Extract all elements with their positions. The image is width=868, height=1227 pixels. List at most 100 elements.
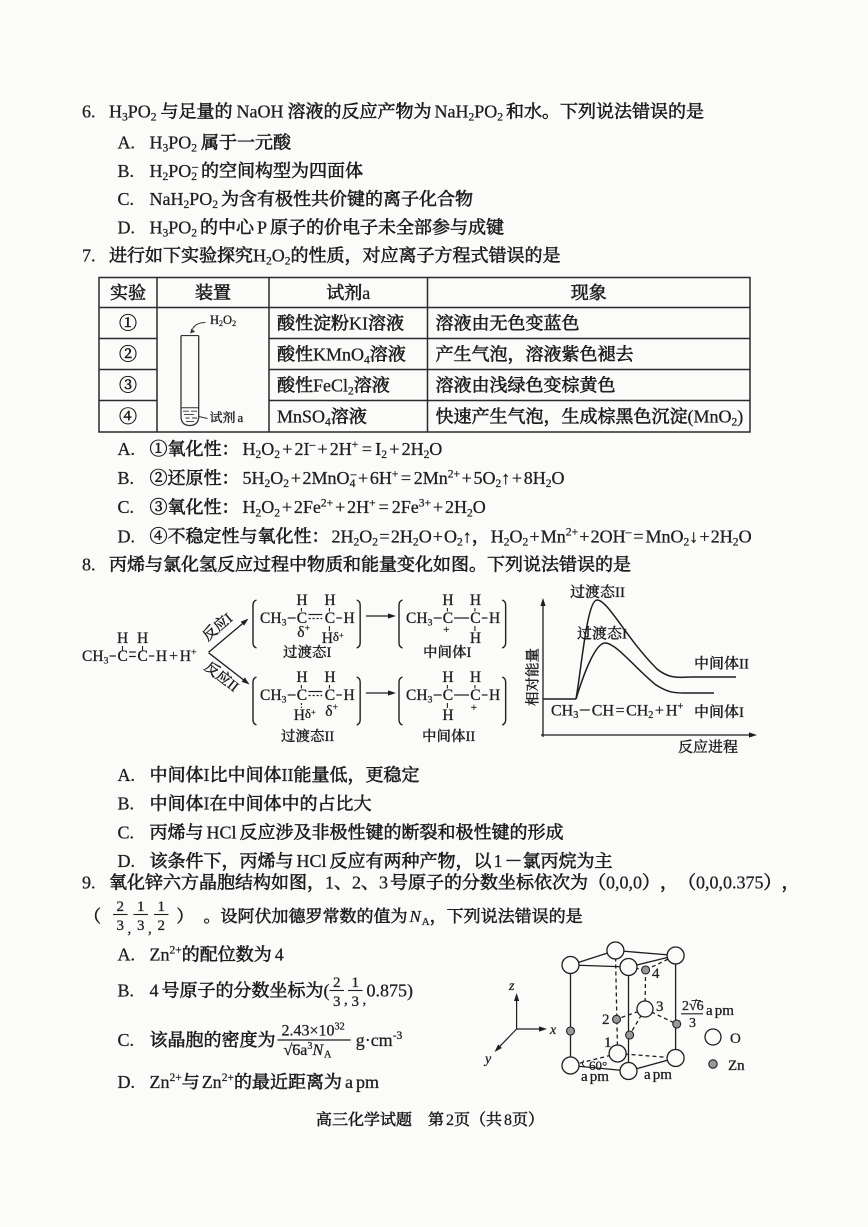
svg-text:O: O bbox=[444, 526, 457, 546]
svg-text:M: M bbox=[326, 344, 342, 364]
svg-text:+: + bbox=[339, 631, 344, 640]
svg-text:3: 3 bbox=[689, 1016, 696, 1031]
svg-text:2+: 2+ bbox=[170, 945, 182, 957]
svg-text:1: 1 bbox=[352, 975, 360, 991]
svg-text:3: 3 bbox=[163, 143, 169, 155]
svg-text:3: 3 bbox=[104, 656, 109, 667]
svg-text:Zn: Zn bbox=[150, 1072, 170, 1092]
svg-text:+: + bbox=[311, 708, 316, 717]
svg-text:pm: pm bbox=[653, 1067, 673, 1083]
svg-text:°: ° bbox=[602, 1058, 607, 1073]
svg-text:I: I bbox=[327, 645, 332, 661]
svg-text:O: O bbox=[552, 468, 565, 488]
svg-text:I: I bbox=[204, 765, 210, 785]
svg-text:A: A bbox=[324, 1050, 332, 1061]
svg-text:5O: 5O bbox=[474, 468, 496, 488]
svg-text:NaH: NaH bbox=[435, 102, 469, 122]
svg-text:H: H bbox=[442, 669, 453, 686]
svg-text:B.: B. bbox=[118, 161, 135, 181]
svg-text:2: 2 bbox=[333, 975, 341, 991]
svg-text:4: 4 bbox=[150, 981, 159, 1001]
svg-text:pm: pm bbox=[590, 1069, 610, 1085]
svg-text:C.: C. bbox=[118, 189, 135, 209]
svg-text:1: 1 bbox=[604, 1035, 612, 1051]
svg-text:g: g bbox=[356, 1030, 365, 1050]
svg-text:cm: cm bbox=[371, 1030, 393, 1050]
svg-text:z: z bbox=[508, 979, 515, 994]
svg-text:1: 1 bbox=[325, 873, 334, 893]
svg-text:9.: 9. bbox=[82, 873, 96, 893]
svg-text:4: 4 bbox=[350, 478, 356, 490]
svg-text:II: II bbox=[739, 657, 749, 673]
svg-text:Mn: Mn bbox=[541, 526, 566, 546]
svg-text:2: 2 bbox=[497, 112, 503, 124]
svg-text:C: C bbox=[470, 687, 480, 704]
svg-text:2: 2 bbox=[219, 319, 223, 328]
svg-text:2: 2 bbox=[469, 112, 475, 124]
svg-text:0.875): 0.875) bbox=[367, 981, 414, 1002]
svg-text:2: 2 bbox=[372, 536, 378, 548]
svg-text:2: 2 bbox=[163, 171, 169, 183]
svg-text:2H: 2H bbox=[330, 439, 352, 459]
svg-text:3: 3 bbox=[333, 994, 341, 1010]
svg-text:O: O bbox=[510, 526, 523, 546]
svg-text:M: M bbox=[277, 407, 293, 427]
svg-text:2: 2 bbox=[733, 536, 739, 548]
svg-text:+: + bbox=[358, 468, 368, 488]
svg-text:2H: 2H bbox=[332, 526, 354, 546]
svg-text:2: 2 bbox=[191, 171, 197, 183]
svg-text:C: C bbox=[118, 648, 128, 665]
svg-text:δ: δ bbox=[305, 706, 311, 721]
svg-text:I: I bbox=[362, 313, 368, 333]
svg-text:H: H bbox=[442, 592, 453, 609]
svg-text:CH: CH bbox=[260, 610, 282, 627]
svg-text:1: 1 bbox=[137, 899, 145, 915]
svg-text:2: 2 bbox=[151, 112, 157, 124]
svg-text:H: H bbox=[150, 217, 163, 237]
svg-text:δ: δ bbox=[297, 624, 304, 641]
svg-text:CH: CH bbox=[626, 703, 649, 720]
svg-text:D.: D. bbox=[118, 1072, 136, 1092]
svg-text:8.: 8. bbox=[82, 555, 96, 575]
svg-text:=: = bbox=[633, 526, 643, 546]
svg-text:n: n bbox=[293, 407, 302, 427]
svg-text:S: S bbox=[302, 407, 312, 427]
svg-text:3: 3 bbox=[428, 695, 433, 706]
svg-text:C: C bbox=[297, 687, 307, 704]
svg-text:A.: A. bbox=[118, 439, 136, 459]
svg-text:2+: 2+ bbox=[170, 1072, 182, 1084]
svg-text:32: 32 bbox=[335, 1021, 345, 1032]
svg-text:+: + bbox=[433, 526, 443, 546]
svg-text:4: 4 bbox=[364, 354, 370, 366]
svg-text:H: H bbox=[210, 313, 219, 327]
svg-text:a: a bbox=[238, 410, 244, 425]
svg-text:+: + bbox=[291, 468, 301, 488]
svg-text:II: II bbox=[325, 729, 335, 745]
svg-text:H: H bbox=[470, 630, 481, 647]
svg-text:H: H bbox=[137, 630, 148, 647]
svg-text:H: H bbox=[324, 669, 335, 686]
svg-text:1: 1 bbox=[494, 851, 503, 871]
svg-text:Zn: Zn bbox=[150, 945, 170, 965]
svg-text:2: 2 bbox=[274, 449, 280, 461]
svg-text:+: + bbox=[512, 468, 522, 488]
svg-text:2: 2 bbox=[381, 449, 387, 461]
svg-text:D.: D. bbox=[118, 217, 136, 237]
svg-text:2+: 2+ bbox=[566, 527, 578, 539]
svg-text:B.: B. bbox=[118, 981, 135, 1001]
svg-text:3: 3 bbox=[137, 918, 145, 934]
svg-text:,: , bbox=[344, 992, 348, 1008]
svg-text:O: O bbox=[359, 526, 372, 546]
svg-text:2OH: 2OH bbox=[591, 526, 626, 546]
svg-text:7.: 7. bbox=[82, 246, 96, 266]
svg-text:2I: 2I bbox=[295, 439, 310, 459]
svg-text:H: H bbox=[117, 630, 128, 647]
svg-text:4: 4 bbox=[275, 945, 284, 965]
svg-text:O: O bbox=[419, 526, 432, 546]
svg-text:+: + bbox=[433, 497, 443, 517]
svg-text:C: C bbox=[138, 648, 148, 665]
svg-text:2Mn: 2Mn bbox=[414, 468, 448, 488]
svg-text:(: ( bbox=[688, 407, 694, 428]
svg-text:B.: B. bbox=[118, 468, 135, 488]
svg-text:↑: ↑ bbox=[501, 468, 510, 488]
